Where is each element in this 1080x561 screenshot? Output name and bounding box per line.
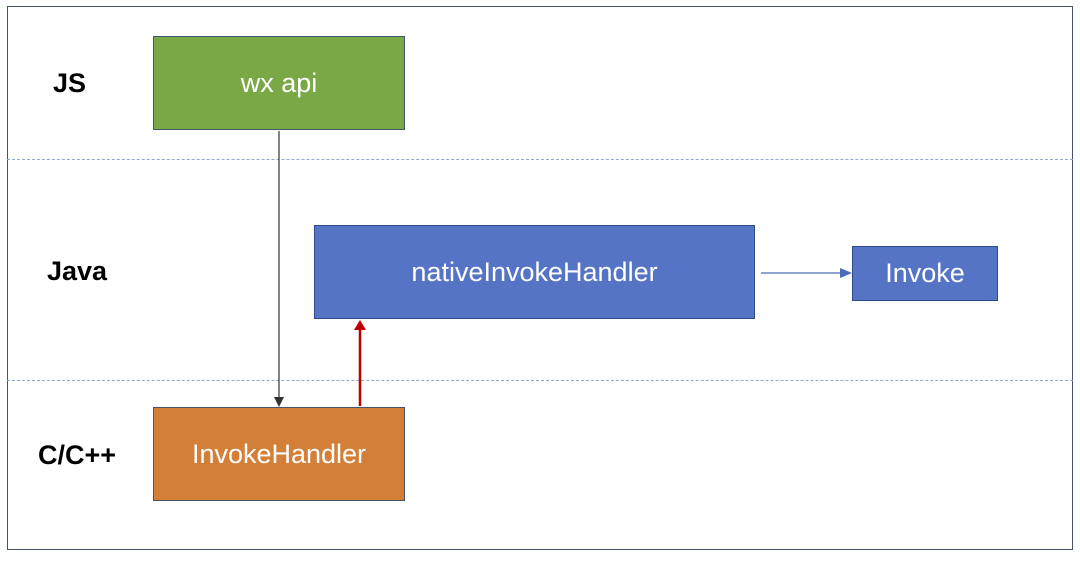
- layer-label-js: JS: [53, 68, 87, 98]
- layer-divider-java-c: [7, 380, 1073, 381]
- invoke-box: Invoke: [852, 246, 998, 301]
- layer-label-java: Java: [47, 256, 108, 286]
- invoke-handler-box: InvokeHandler: [153, 407, 405, 501]
- wx-api-box: wx api: [153, 36, 405, 130]
- native-invoke-handler-box: nativeInvokeHandler: [314, 225, 755, 319]
- layer-label-c: C/C++: [38, 440, 117, 470]
- layer-divider-js-java: [7, 159, 1073, 160]
